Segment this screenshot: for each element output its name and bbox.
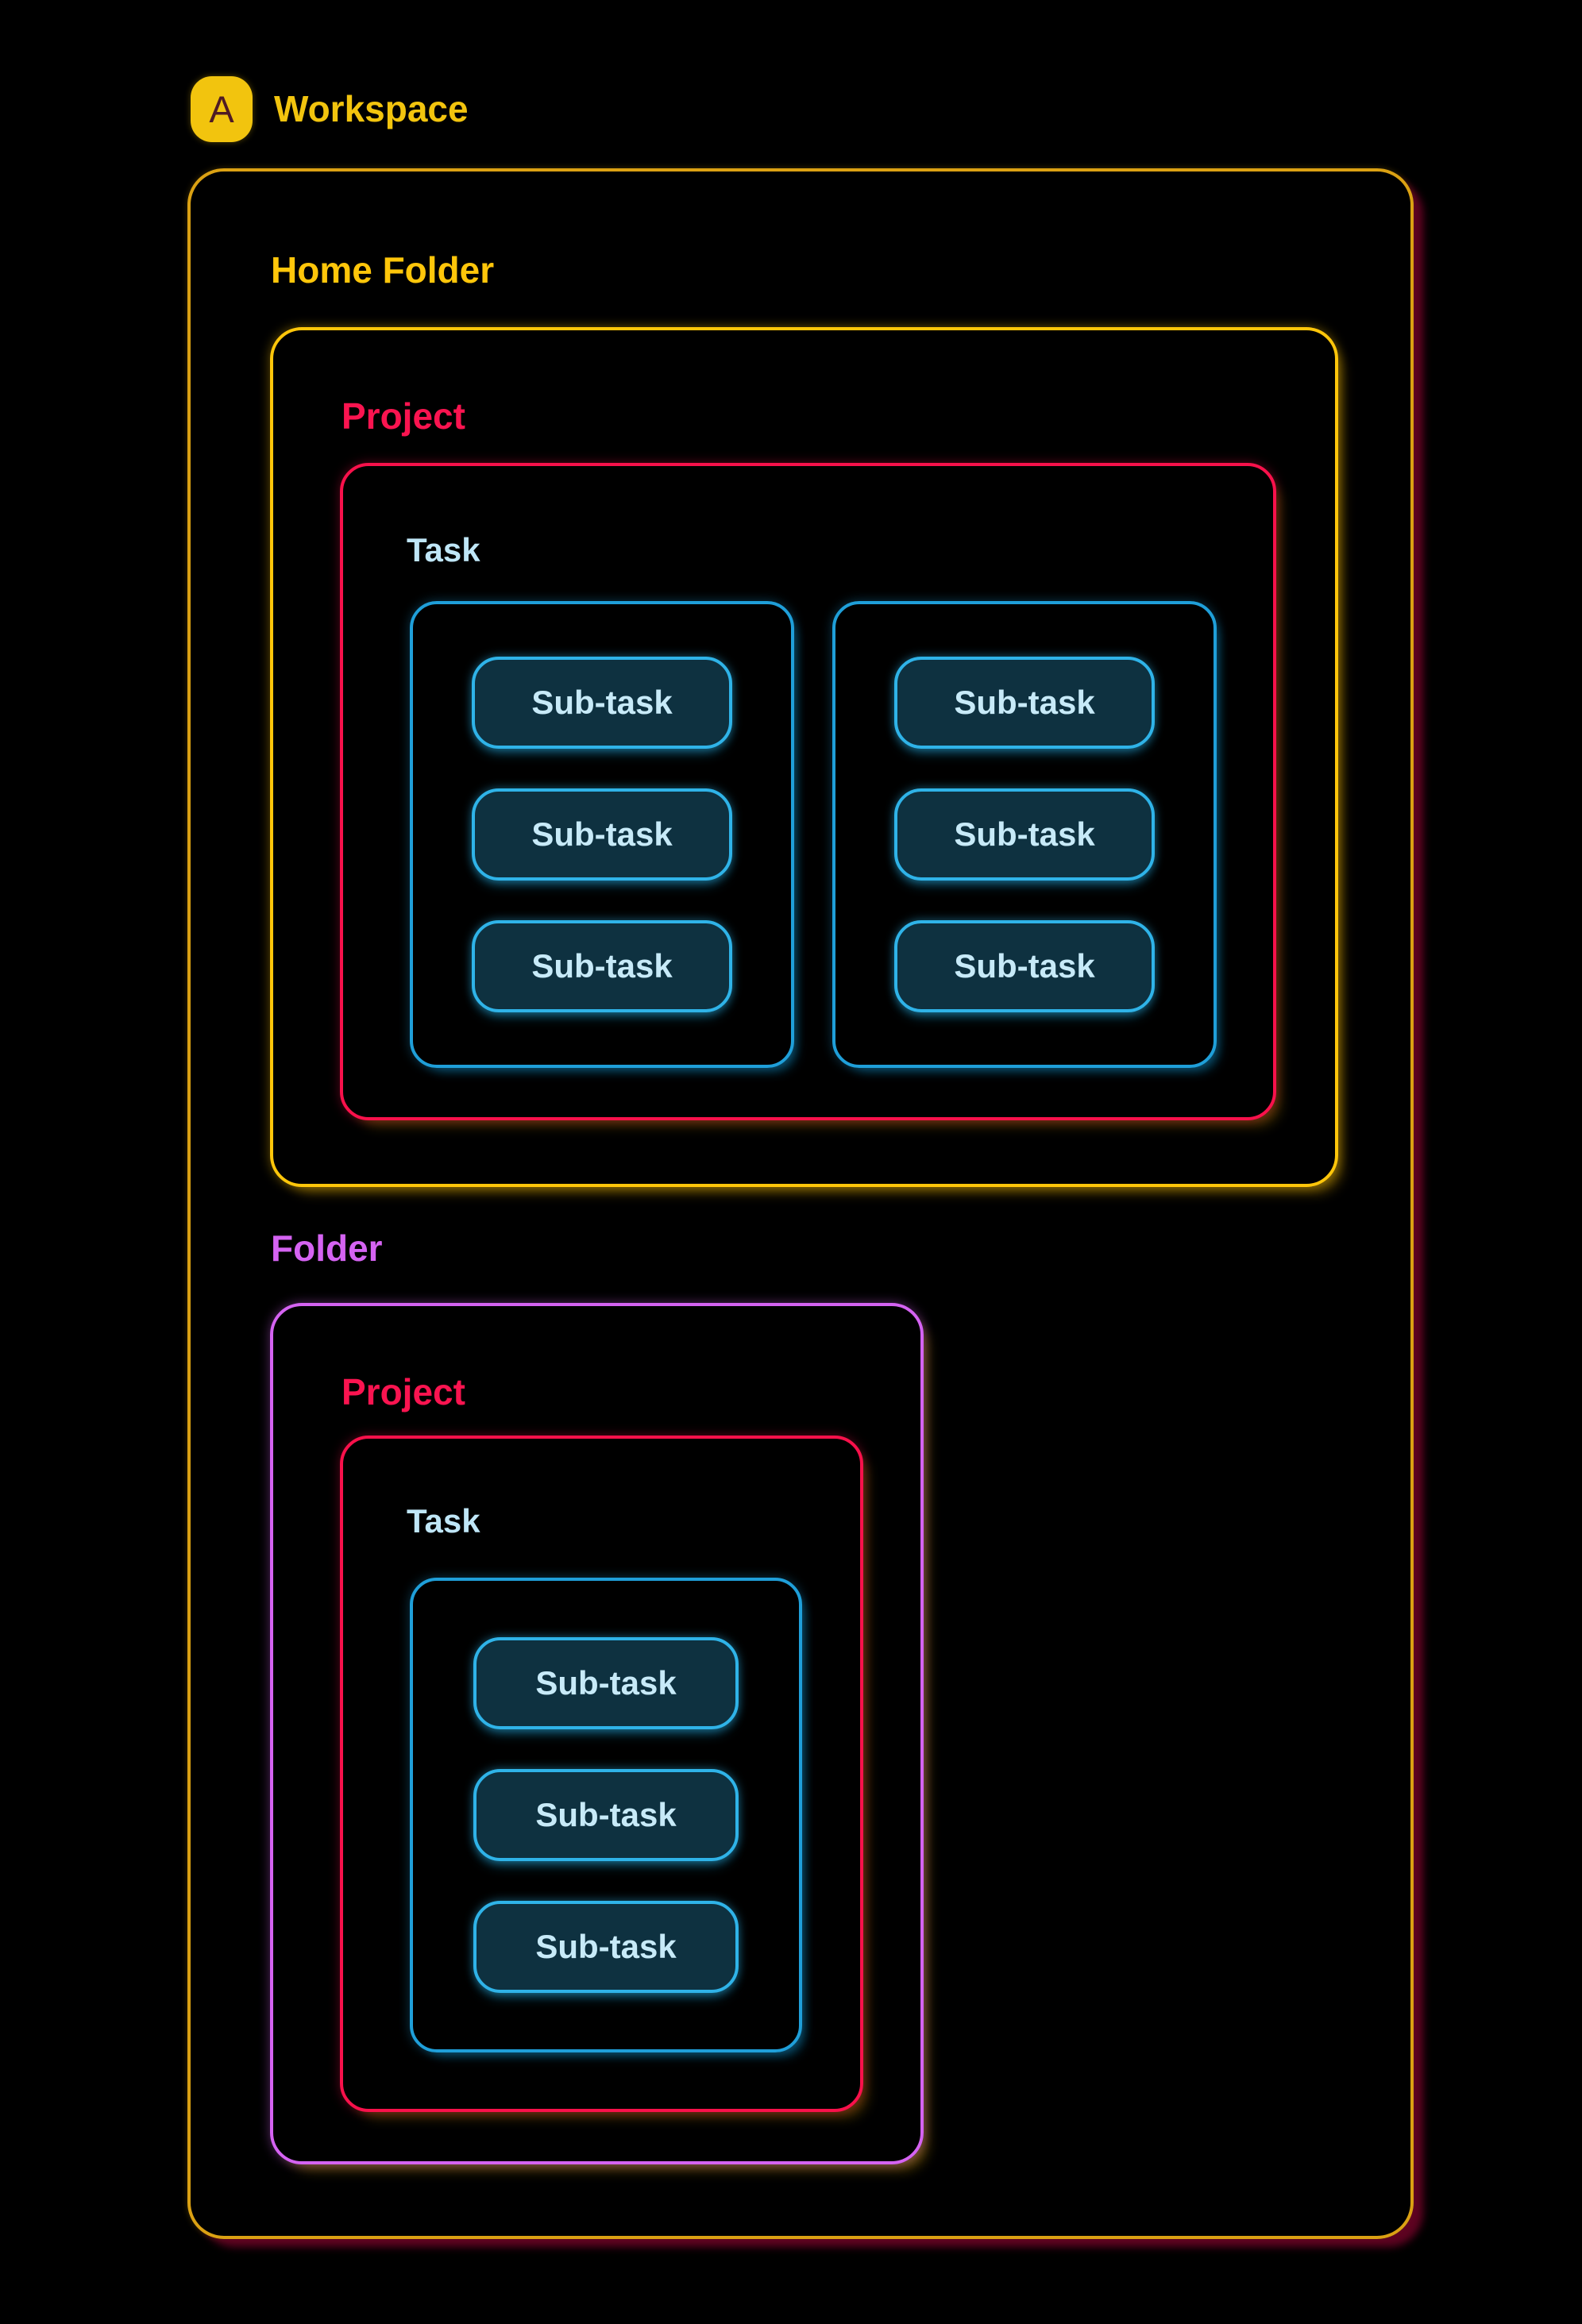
workspace-container: Home Folder Project Task Sub-task Sub-ta… <box>187 168 1414 2239</box>
subtask-pill: Sub-task <box>894 920 1155 1012</box>
folder-container: Project Task Sub-task Sub-task Sub-task <box>270 1303 924 2164</box>
subtask-label: Sub-task <box>531 947 673 985</box>
project-label: Project <box>341 395 465 437</box>
folder-label: Folder <box>271 1228 383 1269</box>
project-label: Project <box>341 1371 465 1413</box>
project-container: Task Sub-task Sub-task Sub-task Sub-task <box>340 463 1276 1120</box>
subtask-label: Sub-task <box>531 815 673 853</box>
subtask-label: Sub-task <box>954 947 1095 985</box>
subtask-pill: Sub-task <box>894 657 1155 749</box>
subtask-pill: Sub-task <box>473 1901 739 1993</box>
task-label: Task <box>407 531 480 568</box>
project-container: Task Sub-task Sub-task Sub-task <box>340 1436 863 2112</box>
subtask-pill: Sub-task <box>472 920 732 1012</box>
home-folder-container: Project Task Sub-task Sub-task Sub-task <box>270 327 1338 1187</box>
subtask-label: Sub-task <box>535 1928 677 1965</box>
subtask-label: Sub-task <box>535 1664 677 1702</box>
subtask-label: Sub-task <box>954 684 1095 721</box>
subtask-pill: Sub-task <box>473 1637 739 1729</box>
subtask-label: Sub-task <box>954 815 1095 853</box>
subtask-label: Sub-task <box>531 684 673 721</box>
workspace-title: Workspace <box>274 88 469 130</box>
home-folder-label: Home Folder <box>271 249 495 291</box>
task-container: Sub-task Sub-task Sub-task <box>410 601 794 1068</box>
subtask-pill: Sub-task <box>472 788 732 881</box>
workspace-header: A Workspace <box>191 76 469 142</box>
task-label: Task <box>407 1502 480 1540</box>
subtask-pill: Sub-task <box>894 788 1155 881</box>
workspace-badge-letter: A <box>209 88 234 130</box>
task-container: Sub-task Sub-task Sub-task <box>410 1578 802 2052</box>
subtask-label: Sub-task <box>535 1796 677 1833</box>
task-container: Sub-task Sub-task Sub-task <box>832 601 1217 1068</box>
subtask-pill: Sub-task <box>473 1769 739 1861</box>
workspace-avatar-badge: A <box>191 76 253 142</box>
subtask-pill: Sub-task <box>472 657 732 749</box>
